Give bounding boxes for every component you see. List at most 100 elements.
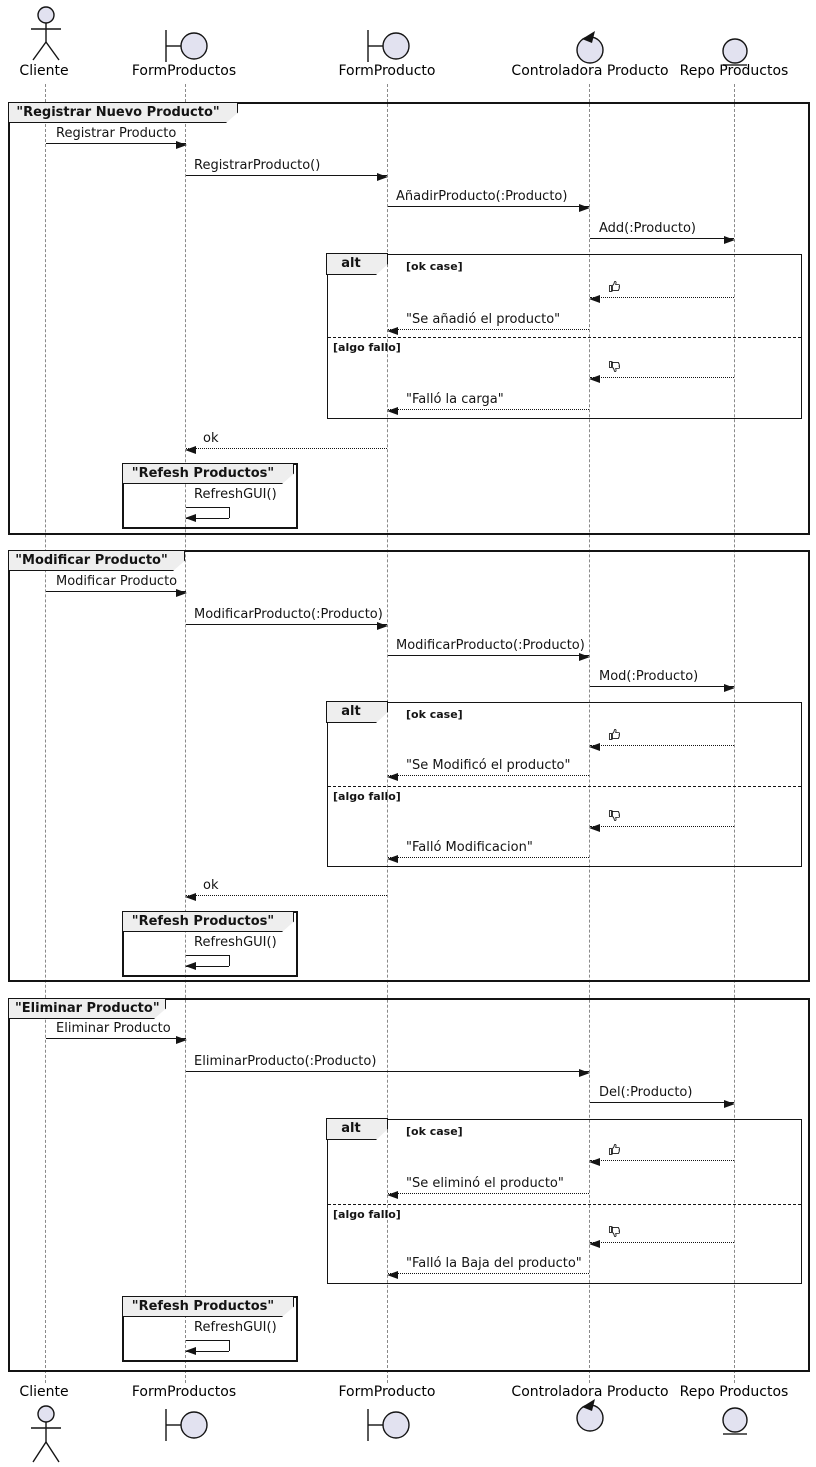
message-anadirproducto: AñadirProducto(:Producto) (388, 189, 590, 212)
alt-divider (328, 786, 801, 787)
message-thumbs-down-reply (589, 1224, 734, 1248)
alt-guard-fail: [algo fallo] (333, 790, 401, 803)
thumbs-down-icon (608, 808, 623, 823)
message-modificar-producto: Modificar Producto (46, 574, 187, 597)
arrowhead-icon (724, 236, 735, 244)
alt-divider (328, 337, 801, 338)
alt-guard-ok: [ok case] (406, 260, 463, 273)
self-message-label: RefreshGUI() (194, 935, 277, 950)
alt-guard-fail: [algo fallo] (333, 1208, 401, 1221)
arrowhead-icon (387, 773, 398, 781)
arrowhead-icon (589, 1158, 600, 1166)
message-ok-return: ok (185, 431, 387, 454)
participant-label: Repo Productos (679, 1384, 789, 1400)
arrowhead-icon (387, 1271, 398, 1279)
message-mod-producto: Mod(:Producto) (590, 669, 735, 692)
arrowhead-icon (185, 514, 196, 522)
arrowhead-icon (185, 962, 196, 970)
arrowhead-icon (579, 204, 590, 212)
arrowhead-icon (589, 1240, 600, 1248)
message-thumbs-up-reply (589, 728, 734, 751)
message-registrarproducto: RegistrarProducto() (186, 158, 388, 181)
arrowhead-icon (387, 855, 398, 863)
lifeline-formproducto (387, 84, 388, 1383)
group-title: "Eliminar Producto" (8, 998, 166, 1019)
thumbs-down-icon (608, 1224, 623, 1239)
participant-label: Repo Productos (679, 63, 789, 79)
arrowhead-icon (377, 622, 388, 630)
self-message-arrow (185, 1340, 230, 1355)
arrowhead-icon (176, 1036, 187, 1044)
alt-guard-ok: [ok case] (406, 1125, 463, 1138)
group-title: "Registrar Nuevo Producto" (8, 102, 238, 123)
message-se-anadio: "Se añadió el producto" (387, 312, 589, 335)
boundary-icon (163, 28, 209, 64)
arrowhead-icon (579, 653, 590, 661)
lifeline-formproductos (185, 84, 186, 1383)
message-registrar-producto: Registrar Producto (46, 126, 187, 149)
actor-icon (26, 1404, 66, 1466)
participant-label: FormProducto (338, 63, 436, 79)
alt-guard-ok: [ok case] (406, 708, 463, 721)
group-frame-eliminar: "Eliminar Producto" (8, 998, 810, 1372)
message-ok-return: ok (185, 878, 387, 901)
arrowhead-icon (589, 375, 600, 383)
actor-icon (26, 5, 66, 63)
alt-divider (328, 1204, 801, 1205)
participant-label: Cliente (19, 63, 69, 79)
refresh-group-title: "Refesh Productos" (122, 1296, 294, 1317)
thumbs-down-icon (608, 359, 623, 374)
participant-label: FormProductos (131, 63, 237, 79)
arrowhead-icon (377, 173, 388, 181)
self-message-arrow (185, 955, 230, 970)
arrowhead-icon (185, 446, 196, 454)
refresh-group-frame: "Refesh Productos" (122, 1296, 298, 1362)
alt-operator: alt (326, 701, 388, 723)
message-thumbs-down-reply (589, 808, 734, 832)
arrowhead-icon (589, 743, 600, 751)
refresh-group-title: "Refesh Productos" (122, 911, 294, 932)
self-message-label: RefreshGUI() (194, 487, 277, 502)
alt-frame: alt [ok case] [algo fallo] (327, 702, 802, 867)
thumbs-up-icon (608, 279, 623, 294)
lifeline-repo (734, 84, 735, 1383)
message-eliminar-producto: Eliminar Producto (46, 1021, 187, 1044)
alt-frame: alt [ok case] [algo fallo] (327, 1119, 802, 1284)
thumbs-up-icon (608, 1142, 623, 1157)
arrowhead-icon (185, 893, 196, 901)
entity-icon (720, 1407, 750, 1437)
lifeline-cliente (45, 84, 46, 1383)
participant-label: Controladora Producto (511, 63, 669, 79)
arrowhead-icon (176, 141, 187, 149)
refresh-group-title: "Refesh Productos" (122, 463, 294, 484)
alt-frame: alt [ok case] [algo fallo] (327, 254, 802, 419)
participant-label: FormProducto (338, 1384, 436, 1400)
arrowhead-icon (724, 1100, 735, 1108)
participant-label: Cliente (19, 1384, 69, 1400)
participant-label: Controladora Producto (511, 1384, 669, 1400)
boundary-icon (163, 1407, 209, 1443)
message-fallo-carga: "Falló la carga" (387, 392, 589, 415)
arrowhead-icon (387, 327, 398, 335)
alt-operator: alt (326, 1118, 388, 1140)
arrowhead-icon (589, 824, 600, 832)
arrowhead-icon (185, 1347, 196, 1355)
message-del-producto: Del(:Producto) (590, 1085, 735, 1108)
message-se-elimino: "Se eliminó el producto" (387, 1176, 589, 1199)
arrowhead-icon (724, 684, 735, 692)
message-fallo-modificacion: "Falló Modificacion" (387, 840, 589, 863)
refresh-group-frame: "Refesh Productos" (122, 463, 298, 529)
arrowhead-icon (387, 407, 398, 415)
message-thumbs-down-reply (589, 359, 734, 383)
message-fallo-baja: "Falló la Baja del producto" (387, 1256, 589, 1279)
control-icon (573, 30, 607, 64)
message-modificarproducto-2: ModificarProducto(:Producto) (388, 638, 590, 661)
arrowhead-icon (579, 1069, 590, 1077)
alt-operator: alt (326, 253, 388, 275)
message-modificarproducto-1: ModificarProducto(:Producto) (186, 607, 388, 630)
self-message-arrow (185, 507, 230, 522)
message-eliminarproducto: EliminarProducto(:Producto) (186, 1054, 590, 1077)
boundary-icon (365, 1407, 411, 1443)
refresh-group-frame: "Refesh Productos" (122, 911, 298, 977)
